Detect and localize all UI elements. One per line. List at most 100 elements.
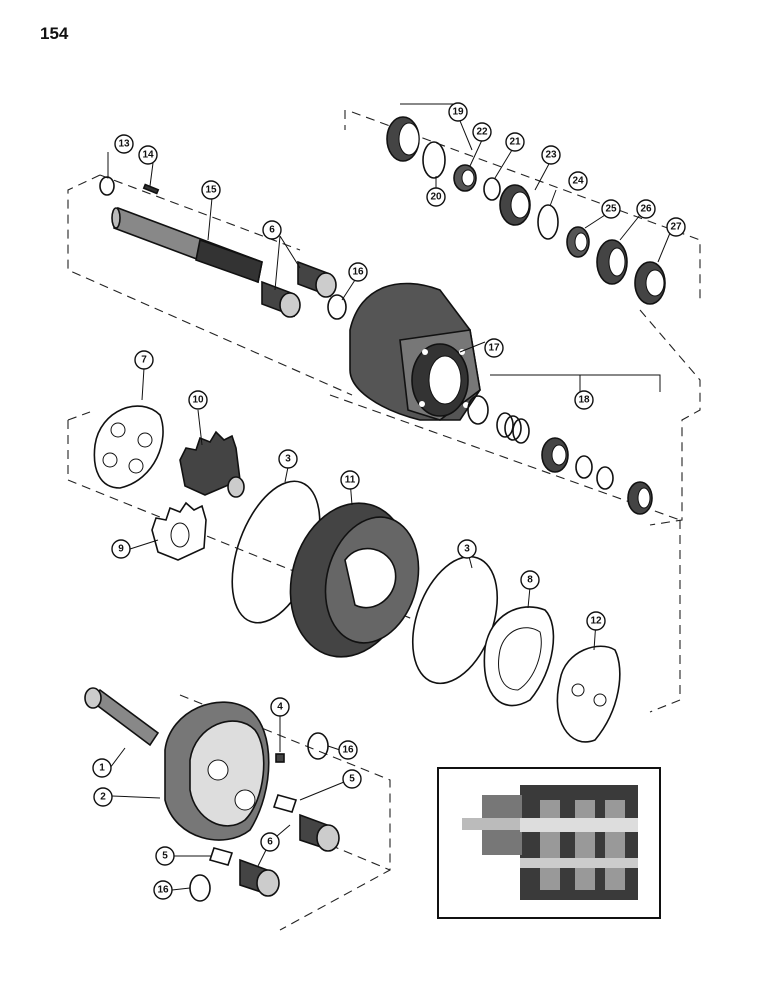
- dowel-4: [275, 753, 285, 763]
- svg-text:3: 3: [285, 454, 291, 465]
- cover-group-outline: [179, 694, 391, 931]
- bearing-23: [499, 184, 531, 226]
- svg-text:15: 15: [205, 185, 217, 196]
- callout-3-right: 3: [457, 539, 477, 559]
- svg-text:1: 1: [99, 763, 105, 774]
- svg-text:24: 24: [572, 176, 584, 187]
- callout-18: 18: [574, 390, 594, 410]
- ring-20: [422, 141, 446, 179]
- callout-1: 1: [92, 758, 112, 778]
- callout-25: 25: [601, 199, 621, 219]
- svg-text:21: 21: [509, 137, 521, 148]
- callout-2: 2: [93, 787, 113, 807]
- callout-5-lower: 5: [155, 846, 175, 866]
- callout-22: 22: [472, 122, 492, 142]
- seal-18b: [541, 437, 569, 473]
- bearing-25: [566, 226, 590, 258]
- callout-26: 26: [636, 199, 656, 219]
- inset-cutaway-view: [437, 767, 661, 919]
- plate-5-upper: [272, 794, 298, 813]
- callout-7: 7: [134, 350, 154, 370]
- callout-16-upper: 16: [348, 262, 368, 282]
- seal-26: [596, 239, 628, 285]
- callout-9: 9: [111, 539, 131, 559]
- drive-gear-10: [179, 430, 245, 498]
- callout-4: 4: [270, 697, 290, 717]
- svg-text:10: 10: [192, 395, 204, 406]
- svg-text:19: 19: [452, 107, 464, 118]
- callout-6-upper: 6: [262, 220, 282, 240]
- svg-text:26: 26: [640, 204, 652, 215]
- callout-16-mid: 16: [338, 740, 358, 760]
- svg-text:6: 6: [269, 225, 275, 236]
- bearing-6-cover-upper: [299, 813, 340, 852]
- callout-23: 23: [541, 145, 561, 165]
- snap-ring-13: [99, 176, 115, 196]
- svg-text:16: 16: [352, 267, 364, 278]
- callout-21: 21: [505, 132, 525, 152]
- callout-10: 10: [188, 390, 208, 410]
- svg-text:11: 11: [345, 475, 356, 486]
- svg-text:6: 6: [267, 837, 273, 848]
- callout-24: 24: [568, 171, 588, 191]
- callout-17: 17: [484, 338, 504, 358]
- o-ring-16-mid: [307, 732, 329, 760]
- bearing-6-lower: [261, 280, 301, 318]
- seal-19: [386, 116, 420, 162]
- o-ring-16-upper: [327, 294, 347, 320]
- callout-5-upper: 5: [342, 769, 362, 789]
- bushing-22: [453, 164, 477, 192]
- svg-text:25: 25: [605, 204, 617, 215]
- gear-group-outline: [67, 394, 681, 713]
- wear-plate-12: [556, 645, 621, 743]
- idler-gear-9: [151, 501, 207, 561]
- svg-text:17: 17: [488, 343, 500, 354]
- svg-text:9: 9: [118, 544, 124, 555]
- gasket-8: [483, 606, 555, 707]
- svg-text:5: 5: [349, 774, 355, 785]
- callout-15: 15: [201, 180, 221, 200]
- svg-text:3: 3: [464, 544, 470, 555]
- svg-text:8: 8: [527, 575, 533, 586]
- gear-housing-11: [289, 502, 420, 658]
- callout-8: 8: [520, 570, 540, 590]
- svg-text:16: 16: [342, 745, 354, 756]
- shaft-15: [111, 206, 263, 284]
- svg-text:14: 14: [142, 150, 154, 161]
- callout-11: 11: [340, 470, 360, 490]
- washer-18a: [467, 395, 489, 425]
- bearing-6-upper: [297, 260, 337, 298]
- svg-text:22: 22: [476, 127, 488, 138]
- svg-text:16: 16: [157, 885, 169, 896]
- spring-18: [496, 412, 530, 444]
- svg-text:20: 20: [430, 192, 442, 203]
- nut-27: [634, 261, 666, 305]
- key-14: [142, 183, 160, 195]
- wear-plate-7: [93, 405, 164, 489]
- callout-27: 27: [666, 217, 686, 237]
- callout-16-lower: 16: [153, 880, 173, 900]
- svg-text:23: 23: [545, 150, 557, 161]
- ring-18c: [575, 455, 593, 479]
- svg-text:12: 12: [590, 616, 602, 627]
- callout-14: 14: [138, 145, 158, 165]
- svg-text:7: 7: [141, 355, 147, 366]
- seat-18e: [627, 481, 653, 515]
- svg-text:4: 4: [277, 702, 283, 713]
- callout-12: 12: [586, 611, 606, 631]
- seal-group-outline: [344, 110, 701, 526]
- end-cover-2: [164, 701, 270, 841]
- svg-text:2: 2: [100, 792, 106, 803]
- shaft-group-outline: [67, 174, 353, 396]
- svg-text:13: 13: [118, 139, 130, 150]
- ring-18d: [596, 466, 614, 490]
- housing-17: [349, 282, 481, 421]
- bearing-6-cover-lower: [239, 858, 280, 897]
- bolt-1: [84, 687, 160, 747]
- ring-24: [537, 204, 559, 240]
- o-ring-16-lower: [189, 874, 211, 902]
- callout-13: 13: [114, 134, 134, 154]
- callout-19: 19: [448, 102, 468, 122]
- leader-lines: [107, 103, 671, 891]
